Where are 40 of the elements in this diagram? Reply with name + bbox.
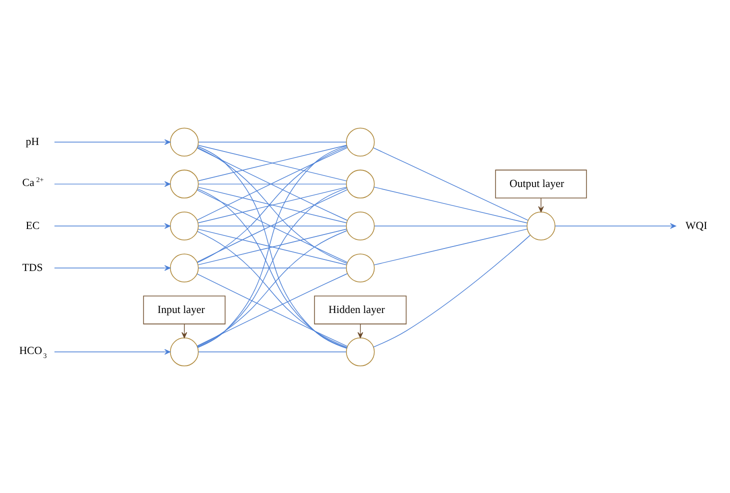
node-circle <box>346 337 375 366</box>
arrow <box>54 180 171 186</box>
connector <box>198 351 346 352</box>
node-circle <box>170 253 199 282</box>
node-text: Ca$^{2+}$ <box>22 176 44 189</box>
node-circle <box>526 211 556 240</box>
node-circle <box>170 337 199 366</box>
node-text: pH <box>26 135 40 148</box>
connector <box>198 186 347 223</box>
node-circle <box>346 211 375 240</box>
connector <box>198 141 346 142</box>
connector <box>198 228 347 265</box>
node-text: EC <box>26 219 40 232</box>
connector <box>373 146 528 220</box>
connector <box>374 228 528 265</box>
node-box: Hidden layer <box>314 295 407 324</box>
node-text: TDS <box>22 261 43 274</box>
connector <box>198 144 347 181</box>
arrow <box>54 348 171 354</box>
node-box: Input layer <box>143 295 226 324</box>
connector <box>198 267 346 268</box>
node-text: HCO$_{3}$ <box>19 344 47 360</box>
connector <box>374 225 528 226</box>
node-circle <box>170 127 199 156</box>
connector <box>198 225 346 226</box>
arrow <box>554 222 676 228</box>
node-circle <box>346 127 375 156</box>
arrow <box>54 264 171 270</box>
connector <box>198 183 346 184</box>
node-circle <box>170 169 199 198</box>
connector <box>374 186 528 223</box>
node-text: WQI <box>686 219 708 232</box>
arrow <box>538 197 544 212</box>
node-circle <box>346 169 375 198</box>
node-circle <box>346 253 375 282</box>
arrow <box>54 222 171 228</box>
connector <box>373 234 530 347</box>
node-box: Output layer <box>495 169 587 198</box>
arrow <box>54 138 171 144</box>
node-circle <box>170 211 199 240</box>
